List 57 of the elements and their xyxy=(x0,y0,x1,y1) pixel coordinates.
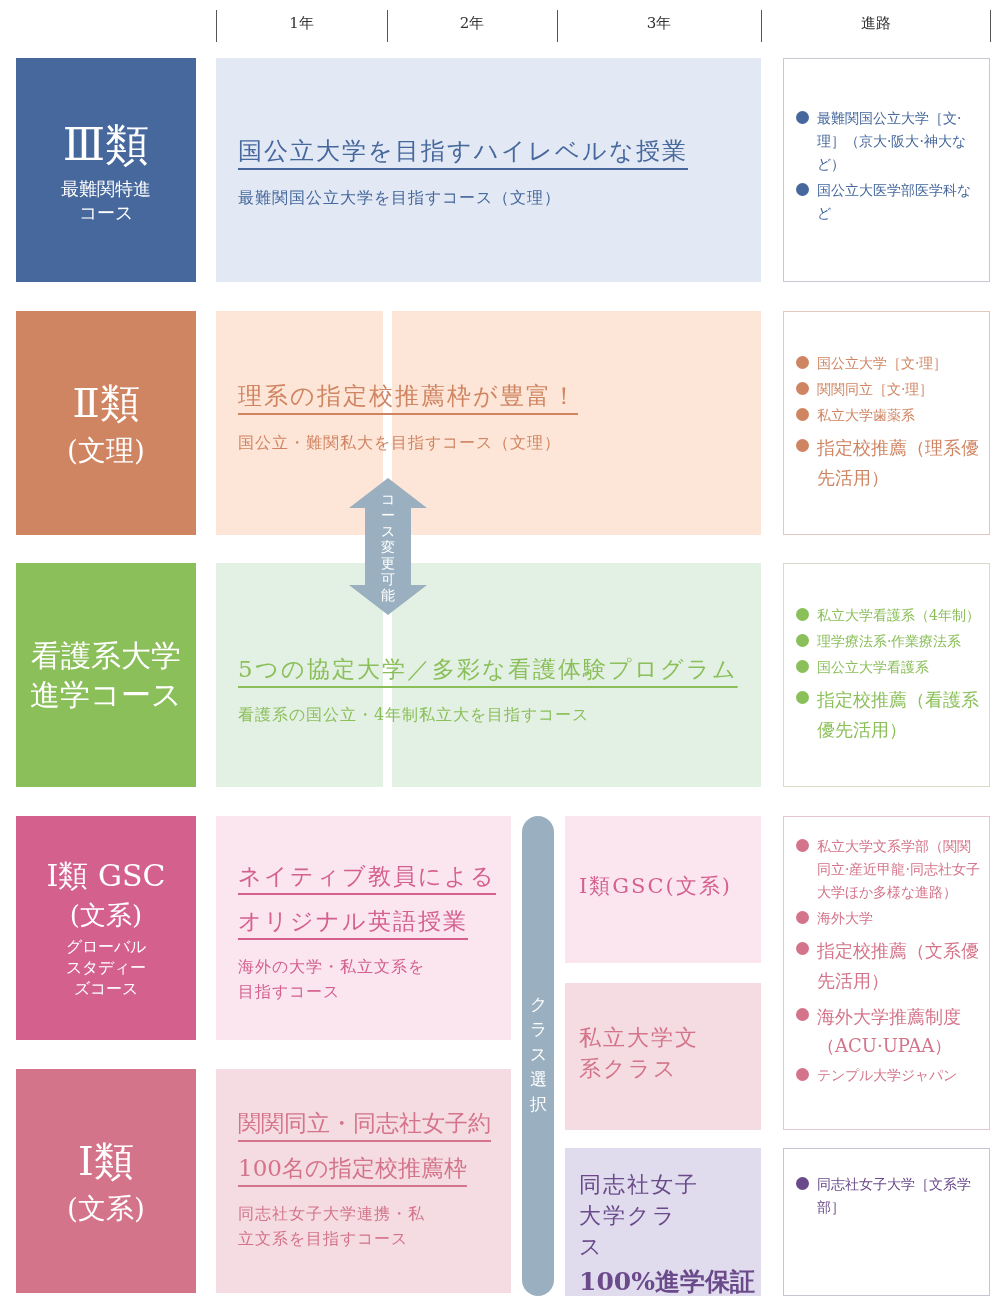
career-box xyxy=(783,1148,990,1296)
column-header: 2年 xyxy=(458,14,486,33)
guarantee-text: 100%進学保証 xyxy=(579,1266,756,1299)
class-name: 私立大学文系クラス xyxy=(579,1024,700,1083)
course-title: Ⅱ類 xyxy=(72,378,140,428)
career-item: 理学療法系·作業療法系 xyxy=(817,632,962,652)
edge-label: コース変更可能 xyxy=(380,491,396,603)
career-item: 海外大学 xyxy=(817,909,873,929)
bar-label: クラス選択 xyxy=(529,993,547,1116)
career-item: 指定校推薦（理系優先活用） xyxy=(817,436,980,490)
career-item: 国公立大医学部医学科など xyxy=(817,181,972,224)
course-title: Ⅲ類 xyxy=(61,118,151,172)
class-box xyxy=(565,983,761,1130)
course-box xyxy=(16,563,196,787)
class-name: 同志社女子大学クラス xyxy=(579,1171,700,1261)
career-box xyxy=(783,563,990,787)
course-box xyxy=(16,58,196,282)
career-item: 同志社女子大学［文系学部］ xyxy=(817,1175,972,1218)
career-item: 海外大学推薦制度（ACU·UPAA） xyxy=(817,1004,962,1059)
career-item: 私立大学歯薬系 xyxy=(817,406,915,426)
career-item: 最難関国公立大学［文·理］（京大·阪大·神大など） xyxy=(817,109,967,175)
career-item: 私立大学文系学部（関関同立·産近甲龍·同志社女子大学ほか多様な進路） xyxy=(817,837,981,903)
class-box xyxy=(565,816,761,963)
class-select-bar xyxy=(522,816,554,1296)
career-item: 国公立大学［文·理］ xyxy=(817,354,948,373)
career-box xyxy=(783,58,990,282)
course-subtitle: 最難関特進コース xyxy=(60,177,152,224)
career-item: 指定校推薦（文系優先活用） xyxy=(817,939,980,994)
course-content-box xyxy=(216,58,761,282)
column-header: 3年 xyxy=(645,14,673,33)
course-title: 看護系大学進学コース xyxy=(29,637,183,714)
column-header: 進路 xyxy=(859,14,892,33)
course-description: 同志社女子大学連携・私立文系を目指すコース xyxy=(238,1202,426,1251)
career-item: 私立大学看護系（4年制） xyxy=(817,606,980,625)
course-subtitle: (文系) xyxy=(68,899,144,933)
career-item: テンプル大学ジャパン xyxy=(817,1066,957,1086)
course-subtitle: (文系) xyxy=(67,1190,145,1227)
course-description: 看護系の国公立・4年制私立大を目指すコース xyxy=(238,703,591,726)
course-description: 最難関国公立大学を目指すコース（文理） xyxy=(238,186,562,209)
class-box xyxy=(565,1148,761,1296)
course-box xyxy=(16,311,196,535)
career-item: 指定校推薦（看護系優先活用） xyxy=(817,688,980,742)
course-box xyxy=(16,1069,196,1293)
course-subtitle: (文理) xyxy=(67,432,145,469)
course-box xyxy=(16,816,196,1040)
course-description: 国公立・難関私大を目指すコース（文理） xyxy=(238,431,562,454)
course-title: Ⅰ類 GSC xyxy=(45,857,167,896)
course-content-box xyxy=(216,311,761,535)
career-item: 国公立大学看護系 xyxy=(817,658,929,678)
course-description: 海外の大学・私立文系を目指すコース xyxy=(238,955,426,1004)
column-header: 1年 xyxy=(288,14,315,33)
course-title: Ⅰ類 xyxy=(78,1136,134,1186)
class-name: Ⅰ類GSC(文系) xyxy=(579,873,733,900)
course-subtitle: グローバルスタディーズコース xyxy=(65,937,147,1000)
career-box xyxy=(783,311,990,535)
career-item: 関関同立［文·理］ xyxy=(817,380,934,400)
career-box xyxy=(783,816,990,1130)
